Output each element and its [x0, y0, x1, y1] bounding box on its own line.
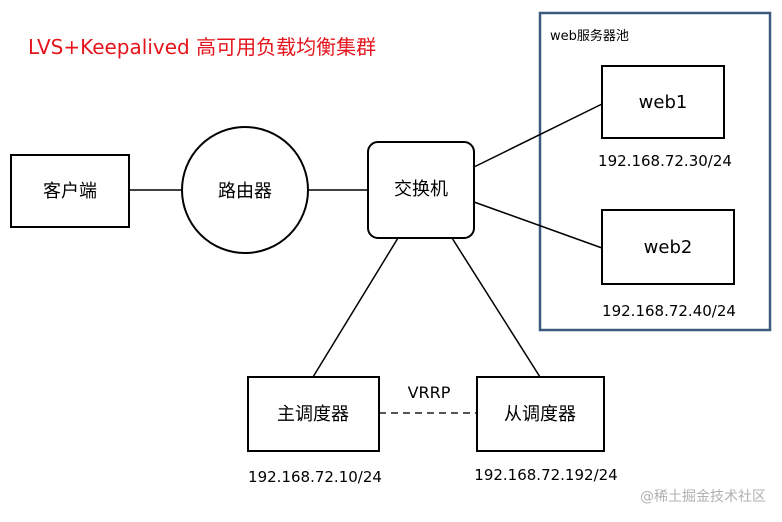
web-server-pool-frame	[538, 11, 772, 332]
master-director-node	[247, 376, 380, 452]
client-node	[10, 154, 130, 228]
watermark: @稀土掘金技术社区	[640, 489, 766, 505]
web2-ip: 192.168.72.40/24	[602, 302, 736, 320]
diagram-title: LVS+Keepalived 高可用负载均衡集群	[28, 35, 376, 59]
router-node	[181, 126, 309, 254]
switch-node	[367, 141, 475, 239]
web1-label: web1	[639, 92, 688, 113]
backup-director-label: 从调度器	[504, 404, 576, 425]
web1-ip: 192.168.72.30/24	[598, 152, 732, 170]
backup-director-node	[476, 376, 605, 452]
router-label: 路由器	[218, 181, 272, 202]
master-director-ip: 192.168.72.10/24	[248, 468, 382, 486]
switch-label: 交换机	[394, 179, 448, 200]
web2-node	[601, 209, 735, 285]
link-switch-web2	[473, 201, 603, 249]
web2-label: web2	[644, 237, 693, 258]
web-server-pool-label: web服务器池	[550, 28, 629, 44]
link-switch-master	[312, 237, 399, 378]
client-label: 客户端	[43, 181, 97, 202]
link-switch-backup	[451, 237, 541, 378]
master-director-label: 主调度器	[277, 404, 349, 425]
backup-director-ip: 192.168.72.192/24	[474, 466, 617, 484]
web1-node	[601, 65, 725, 139]
link-switch-web1	[473, 103, 603, 168]
vrrp-label: VRRP	[408, 383, 451, 402]
